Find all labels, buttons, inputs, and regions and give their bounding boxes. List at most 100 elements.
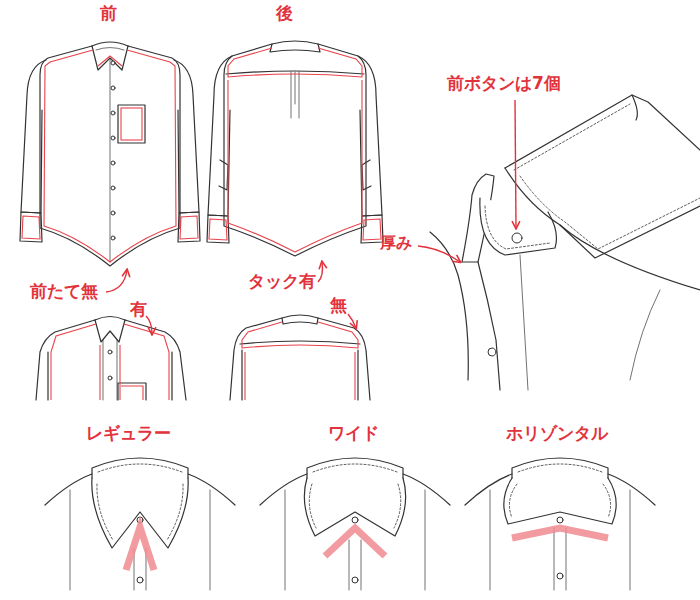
wide-collar-part	[285, 490, 425, 590]
front-seam-marks-part	[44, 50, 176, 262]
front-shirt-part	[178, 212, 200, 242]
back-seam-marks-part	[363, 219, 381, 240]
front-detail-marks-part	[100, 345, 120, 400]
back-seam-marks-part	[228, 48, 362, 77]
regular-collar-part	[98, 464, 182, 472]
back-shirt-part	[291, 72, 299, 118]
front-shirt-part	[110, 58, 111, 262]
leader-arrows	[106, 100, 516, 334]
back-shirt-part	[270, 44, 320, 52]
back-seam-marks	[209, 48, 381, 252]
regular-collar	[45, 458, 235, 590]
leader-arrows-part	[348, 314, 356, 328]
collar-closeup-part	[505, 95, 700, 168]
front-seam-marks-part	[121, 108, 142, 140]
back-detail-shirt-part	[240, 341, 360, 344]
back-detail-shirt	[230, 315, 370, 400]
collar-name: レギュラー	[86, 424, 171, 443]
front-shirt-part	[111, 211, 115, 215]
front-shirt-part	[111, 161, 115, 165]
back-detail-shirt-part	[318, 318, 370, 400]
collar-closeup-part	[480, 198, 557, 255]
front-shirt-part	[20, 212, 42, 242]
wide-collar-part	[352, 577, 358, 583]
view-heading: 前	[100, 4, 117, 23]
leader-arrows-part	[418, 246, 460, 262]
front-shirt-part	[40, 46, 180, 266]
horizontal-collar-part	[518, 464, 602, 472]
horizontal-angle-mark-part	[512, 528, 608, 538]
front-detail-marks-part	[121, 386, 143, 400]
front-shirt-part	[96, 48, 124, 51]
back-shirt-part	[224, 41, 366, 256]
collar-closeup-part	[478, 262, 500, 390]
front-detail-shirt-part	[48, 352, 172, 400]
leader-arrows-part	[146, 316, 152, 334]
collar-closeup-part	[485, 206, 550, 249]
callout-note: 無	[330, 296, 347, 315]
front-seam-marks-part	[180, 216, 198, 239]
front-shirt-part	[111, 236, 115, 240]
front-detail-shirt-part	[118, 383, 146, 400]
collar-closeup-part	[560, 225, 700, 290]
back-detail-marks-part	[245, 352, 355, 400]
front-detail-marks-part	[51, 324, 96, 400]
callout-note: タック有	[248, 272, 316, 291]
front-detail-shirt-part	[125, 320, 186, 400]
regular-collar-part	[45, 474, 235, 505]
horizontal-collar-part	[557, 517, 563, 523]
horizontal-collar-part	[557, 573, 563, 579]
back-seam-marks-part	[228, 80, 362, 252]
front-detail-shirt-part	[108, 350, 112, 354]
front-shirt-part	[92, 42, 128, 46]
view-heading: 後	[276, 4, 293, 23]
front-detail-shirt-part	[108, 376, 112, 380]
horizontal-collar-part	[512, 458, 608, 478]
horizontal-collar	[465, 458, 655, 590]
front-shirt-part	[111, 136, 115, 140]
collar-closeup-part	[632, 95, 637, 120]
front-shirt-part	[111, 111, 115, 115]
back-detail-shirt-part	[282, 315, 318, 324]
horizontal-collar-part	[504, 478, 616, 524]
front-detail-marks-part	[124, 324, 169, 400]
front-seam-marks-part	[98, 56, 122, 66]
front-shirt-part	[174, 60, 199, 213]
front-shirt-part	[111, 186, 115, 190]
callout-note: 有	[130, 300, 147, 319]
front-detail-shirt-part	[36, 320, 95, 400]
front-detail-shirt	[36, 317, 186, 401]
front-seam-marks	[22, 50, 198, 262]
front-shirt-part	[118, 105, 145, 143]
back-shirt	[207, 41, 383, 256]
regular-collar-part	[137, 577, 143, 583]
front-detail-shirt-part	[103, 340, 117, 400]
back-shirt-part	[207, 215, 229, 243]
front-detail-shirt-part	[95, 320, 125, 342]
wide-angle-mark-part	[325, 528, 385, 556]
regular-angle-mark	[126, 527, 154, 570]
collar-closeup-part	[630, 290, 660, 380]
horizontal-collar-part	[490, 490, 630, 590]
back-detail-shirt-part	[230, 318, 282, 400]
horizontal-angle-mark	[512, 528, 608, 538]
back-detail-marks	[242, 322, 358, 400]
front-shirt-part	[111, 61, 115, 65]
callout-note: 前たて無	[30, 282, 98, 301]
callout-note: 前ボタンは7個	[447, 74, 561, 93]
back-shirt-part	[361, 215, 383, 243]
callout-note: 厚み	[380, 234, 412, 252]
horizontal-collar-part	[465, 474, 655, 505]
leader-arrows-part	[318, 262, 323, 282]
leader-arrows-part	[515, 100, 516, 228]
regular-angle-mark-part	[126, 527, 154, 570]
wide-collar-part	[313, 464, 397, 472]
front-detail-marks	[51, 324, 169, 400]
regular-collar-part	[92, 458, 188, 478]
back-seam-marks-part	[209, 219, 227, 240]
back-detail-marks-part	[242, 322, 358, 348]
front-shirt-part	[111, 86, 115, 90]
